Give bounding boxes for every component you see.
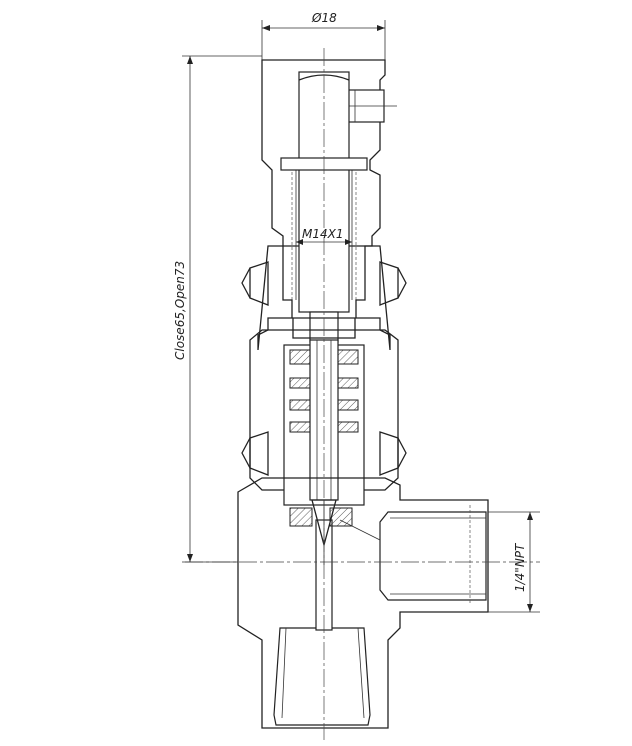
dimension-port: 1/4"NPT: [488, 511, 540, 613]
centre-lines: [185, 48, 540, 740]
dimension-thread: M14X1: [296, 227, 352, 245]
port-label: 1/4"NPT: [513, 542, 527, 592]
top-diameter-label: Ø18: [311, 11, 337, 25]
height-label: Close65,Open73: [173, 261, 187, 360]
dimension-top-diameter: Ø18: [261, 11, 386, 60]
thread-label: M14X1: [302, 227, 343, 241]
dimension-height: Close65,Open73: [173, 55, 262, 563]
valve-body: [237, 477, 489, 729]
handle-cap: [261, 59, 397, 247]
bonnet: [241, 245, 407, 351]
